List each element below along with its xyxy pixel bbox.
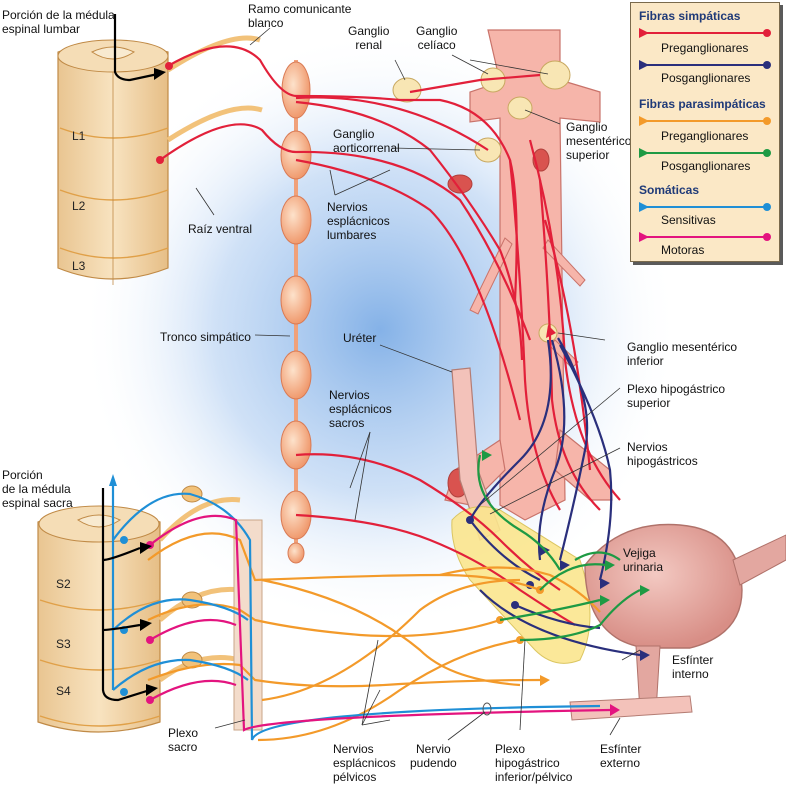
legend: Fibras simpáticas Preganglionares Posgan… (630, 2, 780, 262)
label-inferior-hypogastric: Plexo hipogástrico inferior/pélvico (495, 742, 573, 784)
legend-swatch-somatic-motor (639, 232, 771, 242)
somatic-sensory-terminals (109, 474, 128, 696)
leader-lines (195, 27, 641, 741)
label-ventral-root: Raíz ventral (188, 222, 253, 236)
sympathetic-preganglionic-terminals (156, 62, 556, 338)
prevertebral-ganglia (392, 60, 571, 343)
label-lumbar-cord: Porción de la médula espinal lumbar (2, 8, 115, 36)
segment-label-s2: S2 (56, 577, 71, 591)
legend-sympathetic-post-label: Posganglionares (661, 71, 751, 85)
segment-label-l1: L1 (72, 129, 86, 143)
legend-sympathetic-title: Fibras simpáticas (639, 9, 741, 23)
label-white-ramus: Ramo comunicante blanco (248, 2, 352, 30)
legend-parasympathetic-title: Fibras parasimpáticas (639, 97, 766, 111)
label-renal-ganglion: Ganglio renal (348, 24, 390, 52)
descending-pathways (101, 14, 159, 702)
legend-swatch-sympathetic-post (639, 60, 771, 70)
legend-somatic-title: Somáticas (639, 183, 700, 197)
label-hypogastric-nerves: Nervios hipogástricos (627, 440, 698, 468)
urinary-bladder (569, 523, 786, 721)
sympathetic-postganglionic-fibers (469, 337, 641, 657)
legend-swatch-parasympathetic-post (639, 148, 771, 158)
label-internal-sphincter: Esfínter interno (672, 653, 714, 681)
label-celiac-ganglion: Ganglio celíaco (416, 24, 458, 52)
somatic-motor-terminals (146, 541, 620, 716)
label-sacral-cord: Porción de la médula espinal sacra (2, 468, 73, 510)
segment-label-s3: S3 (56, 637, 71, 651)
label-ureter: Uréter (343, 331, 377, 345)
sympathetic-preganglionic-fibers (159, 45, 621, 626)
label-sympathetic-trunk: Tronco simpático (160, 330, 251, 344)
legend-sympathetic-pre-label: Preganglionares (661, 41, 749, 55)
lumbar-spinal-cord (57, 35, 263, 285)
label-inferior-mesenteric: Ganglio mesentérico inferior (627, 340, 738, 368)
legend-somatic-motor-label: Motoras (661, 243, 705, 257)
legend-somatic-sensory-label: Sensitivas (661, 213, 716, 227)
sympathetic-trunk (280, 60, 312, 564)
sympathetic-postganglionic-terminals (466, 516, 650, 661)
label-pudendal-nerve: Nervio pudendo (410, 742, 457, 770)
label-sacral-plexus: Plexo sacro (168, 726, 199, 754)
parasympathetic-postganglionic-terminals (482, 450, 650, 606)
label-bladder: Vejiga urinaria (623, 546, 664, 574)
legend-swatch-parasympathetic-pre (639, 116, 771, 126)
label-superior-hypogastric: Plexo hipogástrico superior (627, 382, 726, 410)
label-pelvic-splanchnic: Nervios esplácnicos pélvicos (333, 742, 396, 784)
somatic-motor-fibers (149, 514, 611, 732)
parasympathetic-postganglionic-fibers (477, 454, 641, 642)
label-external-sphincter: Esfínter externo (600, 742, 642, 770)
pudendal-nerve-marker (482, 702, 492, 716)
label-superior-mesenteric: Ganglio mesentérico superior (566, 120, 632, 162)
legend-parasympathetic-post-label: Posganglionares (661, 159, 751, 173)
label-lumbar-splanchnic: Nervios esplácnicos lumbares (327, 200, 390, 242)
segment-label-s4: S4 (56, 684, 71, 698)
legend-swatch-somatic-sensory (639, 202, 771, 212)
parasympathetic-preganglionic-fibers (147, 532, 601, 742)
label-sacral-splanchnic: Nervios esplácnicos sacros (329, 388, 392, 430)
legend-swatch-sympathetic-pre (639, 28, 771, 38)
segment-label-l3: L3 (72, 259, 86, 273)
legend-parasympathetic-pre-label: Preganglionares (661, 129, 749, 143)
somatic-sensory-fibers (111, 480, 601, 741)
label-aorticorenal: Ganglio aorticorrenal (333, 127, 400, 155)
descending-terminals (140, 68, 166, 696)
segment-label-l2: L2 (72, 199, 86, 213)
